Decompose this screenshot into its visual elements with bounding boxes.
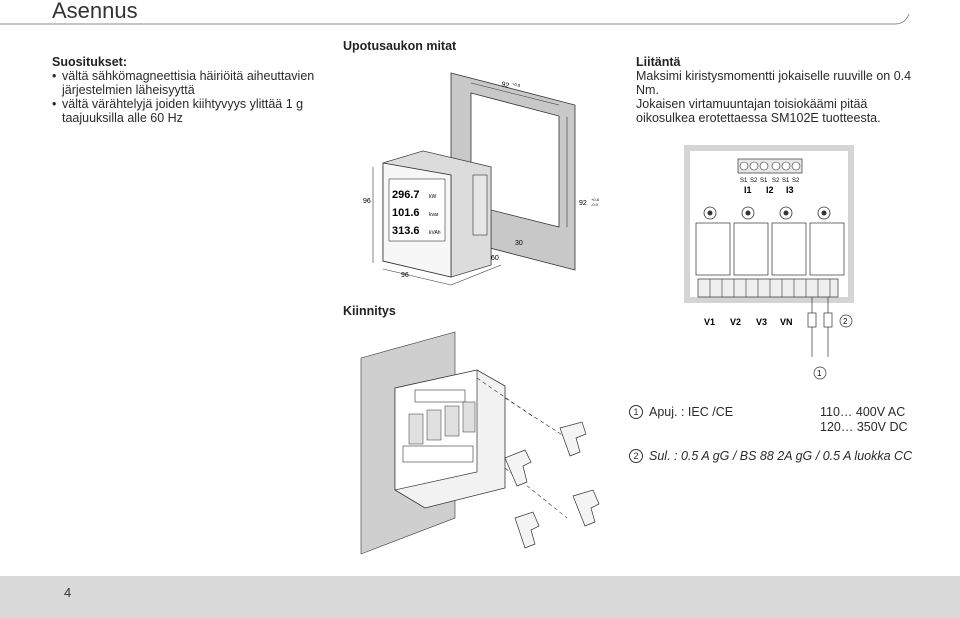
display-line-2: 101.6 <box>392 207 420 219</box>
dim-tolerance: +0.8 <box>512 81 522 88</box>
voltage-terminal-strip <box>697 278 839 298</box>
terminal-label: S2 <box>792 178 800 184</box>
cutout-title: Upotusaukon mitat <box>343 39 457 53</box>
terminal-label: S1 <box>740 178 748 184</box>
ct-terminal-screws <box>739 161 801 171</box>
connection-paragraph-2: Jokaisen virtamuuntajan toisiokäämi pitä… <box>636 97 881 125</box>
dim-tolerance: -0.0 <box>591 202 599 207</box>
marker-2-circle <box>839 314 853 328</box>
marker-1-circle <box>813 366 827 380</box>
legend-item-1-value-2: 120… 350V DC <box>820 420 908 434</box>
display-line-3: 313.6 <box>392 225 420 237</box>
dim-96-side: 96 <box>363 198 371 205</box>
voltage-label-vn: VN <box>780 317 793 327</box>
dim-30: 30 <box>515 240 523 247</box>
legend-item-1-value-1: 110… 400V AC <box>820 405 906 419</box>
module-slot <box>695 222 731 276</box>
terminal-label: S1 <box>760 178 768 184</box>
current-label-i1: I1 <box>744 185 752 195</box>
dim-92-right: 92 <box>579 200 587 207</box>
page-footer <box>0 576 960 618</box>
terminal-label: S2 <box>750 178 758 184</box>
recommendations-list: vältä sähkömagneettisia häiriöitä aiheut… <box>52 69 337 125</box>
dim-tolerance: +0.8 <box>591 197 600 202</box>
marker-1: 1 <box>817 369 822 378</box>
legend-item-1-label: Apuj. : IEC /CE <box>649 405 734 419</box>
dim-92-top: 92 <box>501 81 510 90</box>
current-label-i3: I3 <box>786 185 794 195</box>
dim-96-bottom: 96 <box>401 272 409 279</box>
dim-60: 60 <box>491 255 499 262</box>
display-unit-1: kW <box>429 194 437 200</box>
mounting-screws <box>703 206 831 220</box>
meter-clip <box>472 174 488 236</box>
legend-item-2: 2 Sul. : 0.5 A gG / BS 88 2A gG / 0.5 A l… <box>629 449 912 463</box>
display-unit-2: kvar <box>429 212 439 218</box>
wiring-diagram: S1 S2 S1 S2 S1 S2 I1 I2 I3 V1 V2 V3 VN 2… <box>684 145 854 380</box>
terminal-label: S1 <box>782 178 790 184</box>
voltage-label-v3: V3 <box>756 317 767 327</box>
mounting-title: Kiinnitys <box>343 304 396 318</box>
connection-title: Liitäntä <box>636 55 681 69</box>
module-slot <box>733 222 769 276</box>
marker-2: 2 <box>843 317 848 326</box>
display-unit-3: kVAh <box>429 230 441 236</box>
header-rule <box>0 13 910 25</box>
terminal-label: S2 <box>772 178 780 184</box>
connection-text: Maksimi kiristysmomentti jokaiselle ruuv… <box>636 69 926 125</box>
page-title: Asennus <box>52 0 138 23</box>
current-label-i2: I2 <box>766 185 774 195</box>
display-line-1: 296.7 <box>392 189 420 201</box>
list-item: vältä sähkömagneettisia häiriöitä aiheut… <box>52 69 337 97</box>
page-number: 4 <box>64 585 72 600</box>
meter-display <box>388 178 446 242</box>
legend-item-1: 1 Apuj. : IEC /CE <box>629 405 733 419</box>
mounting-clips <box>504 421 600 549</box>
legend-marker-2: 2 <box>629 449 643 463</box>
recommendations-title: Suositukset: <box>52 55 128 69</box>
module-slot <box>771 222 807 276</box>
module-slot <box>809 222 845 276</box>
cutout-diagram: 92 +0.8 92 +0.8 -0.0 296.7 101.6 313.6 k… <box>363 72 600 286</box>
voltage-label-v1: V1 <box>704 317 715 327</box>
connection-paragraph-1: Maksimi kiristysmomentti jokaiselle ruuv… <box>636 69 912 97</box>
legend-marker-1: 1 <box>629 405 643 419</box>
voltage-terminals <box>709 279 831 297</box>
supply-wires <box>807 297 833 357</box>
voltage-label-v2: V2 <box>730 317 741 327</box>
clip-guide-lines <box>476 377 568 519</box>
legend-item-2-label: Sul. : 0.5 A gG / BS 88 2A gG / 0.5 A lu… <box>649 449 913 463</box>
rear-terminals <box>402 389 474 463</box>
mounting-diagram <box>360 331 600 555</box>
rear-modules <box>408 401 476 445</box>
list-item: vältä värähtelyjä joiden kiihtyvyys ylit… <box>52 97 337 125</box>
